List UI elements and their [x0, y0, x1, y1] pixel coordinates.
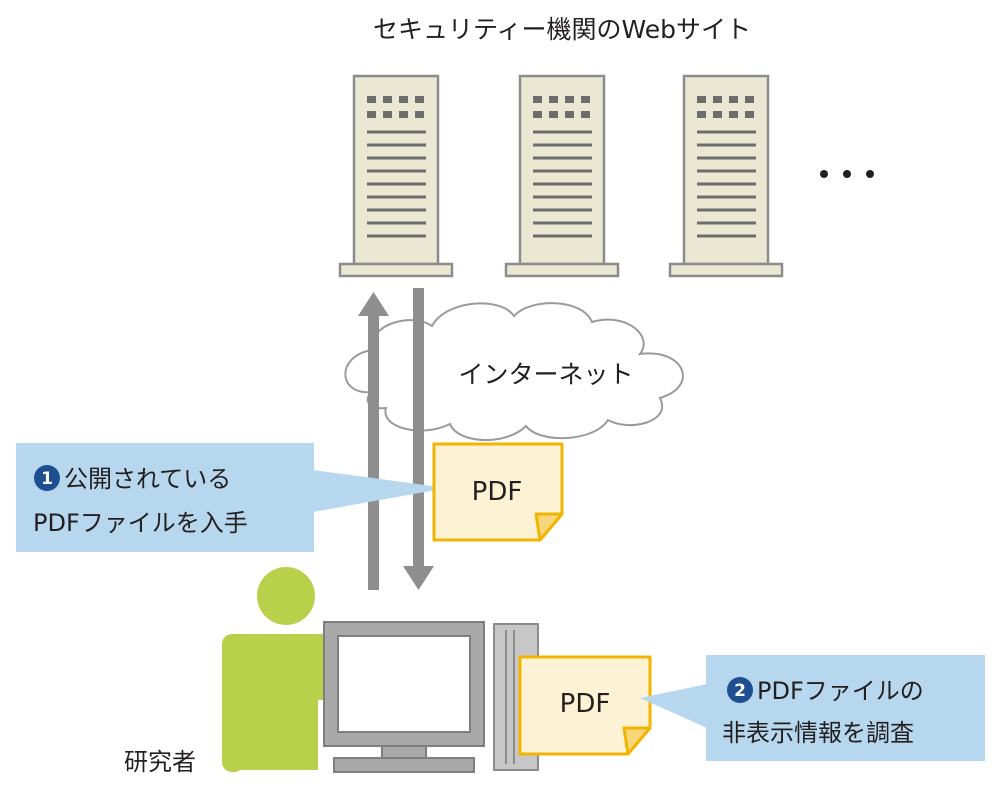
pdf-label: PDF	[560, 689, 611, 719]
download-arrow-icon	[403, 288, 434, 590]
cloud-label: インターネット	[458, 360, 633, 389]
pdf-document-icon: PDF	[432, 442, 564, 542]
step-2-line1: PDFファイルの	[757, 677, 924, 705]
pdf-document-icon: PDF	[518, 655, 652, 756]
step-1-badge	[34, 465, 60, 491]
callout-1-box	[16, 443, 314, 552]
step-1-line1: 公開されている	[64, 465, 231, 493]
researcher-icon	[222, 567, 334, 772]
step-2-number: 2	[734, 681, 746, 701]
callout-2-box	[706, 655, 985, 761]
server-icon	[668, 74, 784, 278]
step-1-number: 1	[41, 469, 53, 489]
callout-1-pointer	[313, 470, 447, 512]
pdf-label: PDF	[472, 477, 523, 507]
step-2-line2: 非表示情報を調査	[722, 719, 914, 747]
server-icon	[338, 74, 454, 278]
ellipsis-icon	[820, 170, 874, 178]
step-1-line2: PDFファイルを入手	[33, 509, 248, 537]
researcher-label: 研究者	[124, 748, 196, 776]
server-icon	[504, 74, 620, 278]
monitor	[323, 621, 485, 773]
diagram-title: セキュリティー機関のWebサイト	[373, 15, 751, 44]
step-2-badge	[727, 677, 753, 703]
upload-arrow-icon	[358, 292, 389, 590]
callout-2-pointer	[640, 684, 707, 728]
